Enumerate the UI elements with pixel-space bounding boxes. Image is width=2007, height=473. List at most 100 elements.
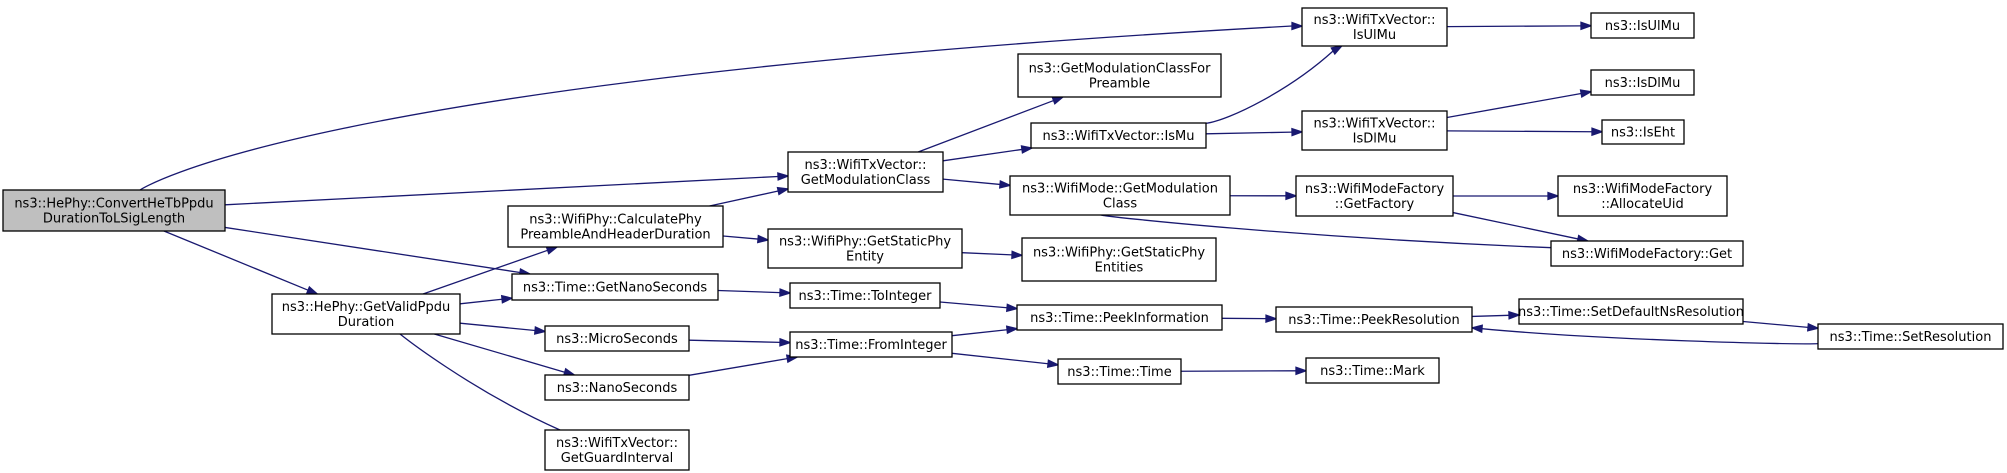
- edge-arrowhead: [1020, 145, 1034, 154]
- edge-line: [1446, 130, 1593, 133]
- edge-line: [917, 99, 1054, 153]
- edge-arrowhead: [533, 326, 547, 335]
- node-box: [1009, 175, 1231, 216]
- node-box: [1817, 323, 2004, 350]
- node-label: ns3::Time::SetDefaultNsResolution: [1518, 305, 1744, 320]
- node-n13[interactable]: ns3::WifiModeFactory::AllocateUid: [1557, 175, 1728, 217]
- node-label: ns3::WifiTxVector::: [556, 436, 678, 451]
- edge-arrowhead: [779, 337, 792, 347]
- edge-n21-to-n22: [1742, 320, 1820, 332]
- edge-arrowhead: [1005, 325, 1019, 335]
- node-n25[interactable]: ns3::NanoSeconds: [544, 374, 690, 401]
- node-label: ns3::Time::PeekInformation: [1030, 311, 1209, 326]
- edge-n2-to-n8: [942, 178, 1012, 189]
- node-label: ns3::Time::PeekResolution: [1288, 313, 1459, 328]
- node-n23[interactable]: ns3::MicroSeconds: [544, 325, 690, 352]
- edge-n26-to-n27: [1180, 366, 1308, 376]
- node-n9[interactable]: ns3::WifiTxVector::IsDlMu: [1301, 110, 1448, 151]
- edge-line: [1452, 211, 1579, 240]
- edge-n24-to-n26: [951, 352, 1060, 369]
- node-label: Duration: [338, 315, 394, 330]
- node-box: [271, 293, 461, 335]
- edge-line: [224, 175, 779, 206]
- node-n21[interactable]: ns3::Time::SetDefaultNsResolution: [1518, 298, 1744, 325]
- node-box: [1030, 122, 1207, 149]
- node-n0[interactable]: ns3::HePhy::ConvertHeTbPpduDurationToLSi…: [2, 189, 226, 232]
- node-n12[interactable]: ns3::WifiModeFactory::GetFactory: [1295, 175, 1454, 217]
- node-label: Class: [1103, 197, 1137, 212]
- edge-line: [942, 178, 1001, 186]
- node-n5[interactable]: ns3::IsUlMu: [1590, 12, 1695, 39]
- node-label: ::GetFactory: [1335, 197, 1415, 212]
- node-label: GetGuardInterval: [561, 451, 674, 466]
- edge-line: [688, 358, 788, 376]
- edge-arrowhead: [1580, 21, 1593, 31]
- edge-line: [422, 249, 548, 295]
- node-n14[interactable]: ns3::WifiModeFactory::Get: [1550, 240, 1744, 267]
- node-box: [767, 228, 963, 269]
- edge-line: [1481, 328, 1819, 345]
- edge-arrowhead: [1285, 191, 1298, 201]
- node-box: [1016, 304, 1223, 331]
- edge-arrowhead: [1011, 250, 1024, 260]
- node-box: [2, 189, 226, 232]
- node-label: IsDlMu: [1353, 132, 1397, 147]
- node-label: ns3::NanoSeconds: [557, 381, 678, 396]
- node-n22[interactable]: ns3::Time::SetResolution: [1817, 323, 2004, 350]
- edge-arrowhead: [776, 186, 790, 196]
- node-box: [1305, 357, 1440, 384]
- edge-arrowhead: [545, 246, 559, 255]
- node-label: ns3::MicroSeconds: [556, 332, 678, 347]
- node-n1[interactable]: ns3::WifiTxVector::IsUlMu: [1301, 7, 1448, 47]
- node-n8[interactable]: ns3::WifiMode::GetModulationClass: [1009, 175, 1231, 216]
- node-box: [787, 151, 944, 193]
- node-n27[interactable]: ns3::Time::Mark: [1305, 357, 1440, 384]
- node-box: [511, 273, 719, 301]
- node-label: ns3::WifiMode::GetModulation: [1022, 182, 1218, 197]
- node-box: [1017, 53, 1222, 98]
- node-label: ::AllocateUid: [1601, 197, 1683, 212]
- node-n26[interactable]: ns3::Time::Time: [1057, 358, 1182, 385]
- edge-n4-to-n25: [434, 333, 577, 377]
- node-label: ns3::WifiTxVector::IsMu: [1042, 129, 1194, 144]
- node-n2[interactable]: ns3::WifiTxVector::GetModulationClass: [787, 151, 944, 193]
- node-n18[interactable]: ns3::Time::ToInteger: [789, 282, 941, 309]
- edge-arrowhead: [1295, 366, 1308, 376]
- edge-n3-to-n18: [717, 288, 792, 298]
- node-box: [1021, 237, 1217, 282]
- edge-n9-to-n10: [1446, 89, 1593, 119]
- node-label: ns3::Time::ToInteger: [798, 289, 932, 304]
- edge-arrowhead: [1591, 127, 1604, 137]
- node-label: ns3::HePhy::GetValidPpdu: [282, 300, 450, 315]
- node-label: IsUlMu: [1353, 28, 1396, 43]
- edge-n20-to-n21: [1471, 310, 1521, 320]
- node-n20[interactable]: ns3::Time::PeekResolution: [1275, 306, 1473, 333]
- edge-line: [459, 298, 503, 305]
- node-n19[interactable]: ns3::Time::PeekInformation: [1016, 304, 1223, 331]
- edge-arrowhead: [1330, 45, 1344, 56]
- edge-line: [459, 322, 536, 332]
- node-n3[interactable]: ns3::Time::GetNanoSeconds: [511, 273, 719, 301]
- node-n11[interactable]: ns3::IsEht: [1601, 119, 1685, 145]
- node-box: [1301, 7, 1448, 47]
- node-box: [789, 331, 953, 358]
- node-label: ns3::WifiTxVector::: [1313, 117, 1435, 132]
- edge-n4-to-n28: [399, 333, 561, 431]
- node-label: ns3::Time::Mark: [1320, 364, 1425, 379]
- node-n7[interactable]: ns3::WifiTxVector::IsMu: [1030, 122, 1207, 149]
- node-label: Entity: [846, 250, 884, 265]
- node-label: Entities: [1095, 261, 1144, 276]
- edge-line: [688, 339, 781, 343]
- node-label: ns3::WifiPhy::GetStaticPhy: [1033, 246, 1205, 261]
- edge-arrowhead: [998, 179, 1012, 189]
- node-n15[interactable]: ns3::WifiPhy::CalculatePhyPreambleAndHea…: [507, 205, 724, 248]
- node-n24[interactable]: ns3::Time::FromInteger: [789, 331, 953, 358]
- node-n10[interactable]: ns3::IsDlMu: [1590, 69, 1695, 96]
- edge-arrowhead: [1806, 322, 1820, 332]
- node-n28[interactable]: ns3::WifiTxVector::GetGuardInterval: [544, 429, 690, 471]
